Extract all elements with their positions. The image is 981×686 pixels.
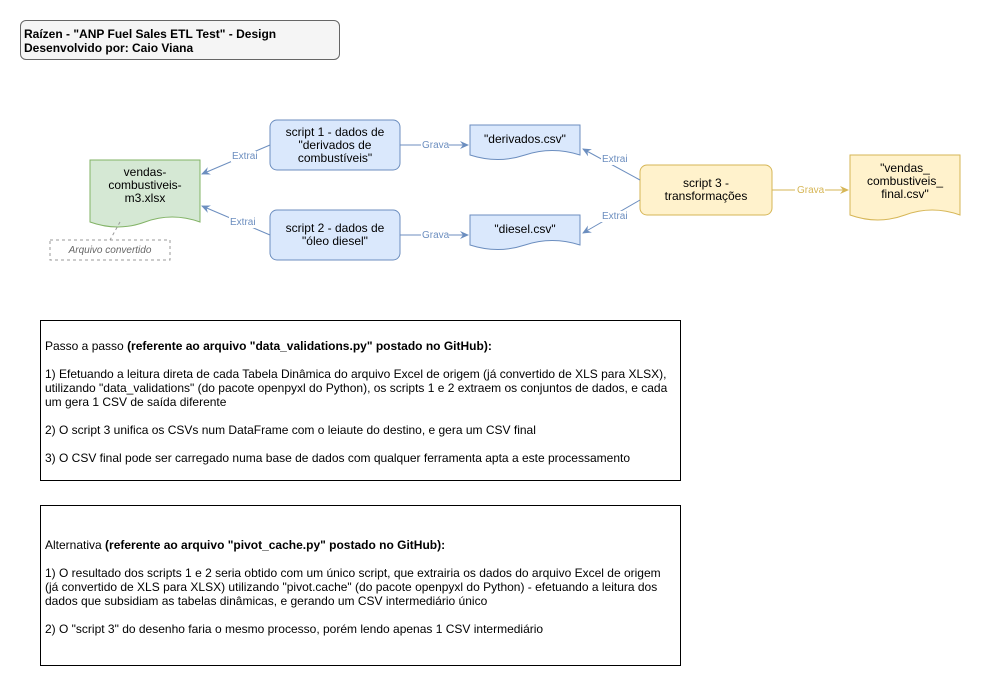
edge-label-grava-3: Grava bbox=[797, 185, 825, 196]
csv-derivados-shape bbox=[469, 124, 581, 160]
author-credit: Desenvolvido por: Caio Viana bbox=[24, 41, 194, 55]
edge-label-extrai-1: Extrai bbox=[232, 151, 258, 162]
excel-file-label: vendas- combustiveis- m3.xlsx bbox=[108, 164, 182, 205]
step-2-text: 2) O script 3 unifica os CSVs num DataFr… bbox=[45, 423, 536, 437]
script3-label: script 3 - transformações bbox=[664, 176, 748, 203]
title-box: Raízen - "ANP Fuel Sales ETL Test" - Des… bbox=[20, 20, 340, 60]
csv-final-label: "vendas_ combustiveis_ final.csv" bbox=[866, 160, 944, 201]
csv-diesel-label: "diesel.csv" bbox=[494, 221, 556, 236]
alternative-panel: Alternativa (referente ao arquivo "pivot… bbox=[40, 505, 681, 666]
edge-label-extrai-4: Extrai bbox=[602, 211, 628, 222]
csv-diesel-shape bbox=[469, 214, 581, 250]
script1-label: script 1 - dados de "derivados de combus… bbox=[285, 124, 385, 165]
step-3-text: 3) O CSV final pode ser carregado numa b… bbox=[45, 451, 631, 465]
alternative-step-2-text: 2) O "script 3" do desenho faria o mesmo… bbox=[45, 622, 544, 636]
diagram-title: Raízen - "ANP Fuel Sales ETL Test" - Des… bbox=[24, 27, 277, 41]
step-by-step-panel: Passo a passo (referente ao arquivo "dat… bbox=[40, 320, 681, 481]
csv-final-shape bbox=[849, 154, 961, 221]
csv-derivados-label: "derivados.csv" bbox=[484, 131, 566, 146]
etl-flow-diagram bbox=[49, 119, 961, 261]
script2-label: script 2 - dados de "óleo diesel" bbox=[285, 221, 385, 248]
note-box bbox=[49, 239, 171, 261]
edge-label-extrai-3: Extrai bbox=[602, 154, 628, 165]
alternative-step-1-text: 1) O resultado dos scripts 1 e 2 seria o… bbox=[45, 566, 661, 608]
alternative-heading: Alternativa (referente ao arquivo "pivot… bbox=[45, 538, 446, 552]
edge-label-grava-2: Grava bbox=[422, 230, 450, 241]
edge-label-extrai-2: Extrai bbox=[230, 217, 256, 228]
note-label: Arquivo convertido bbox=[68, 245, 152, 256]
step-1-text: 1) Efetuando a leitura direta de cada Ta… bbox=[45, 367, 668, 409]
step-by-step-heading: Passo a passo (referente ao arquivo "dat… bbox=[45, 339, 492, 353]
edge-label-grava-1: Grava bbox=[422, 140, 450, 151]
excel-file-shape bbox=[89, 159, 201, 228]
